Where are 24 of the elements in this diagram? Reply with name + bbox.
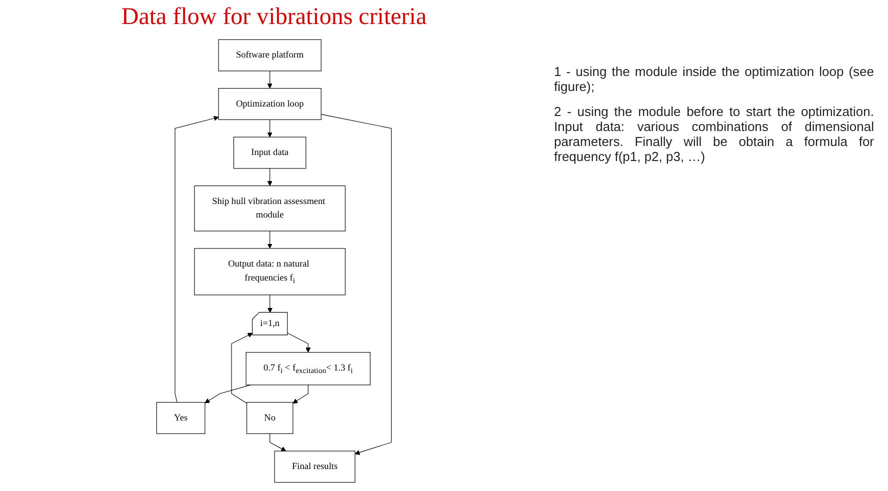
arrow bbox=[287, 332, 311, 353]
node-box: Final results bbox=[274, 450, 356, 483]
arrow bbox=[267, 168, 272, 186]
node-box: Software platform bbox=[218, 39, 322, 72]
arrow bbox=[267, 294, 273, 313]
diagram-title: Data flow for vibrations criteria bbox=[120, 4, 428, 31]
node-box: Yes bbox=[156, 402, 206, 434]
note-text: 1 - using the module inside the optimization loop (see figure); bbox=[554, 64, 874, 94]
node-box: No bbox=[246, 402, 294, 434]
arrow bbox=[231, 332, 253, 404]
node-box: 0.7 f$_{i}$ < f$_{excitation}$< 1.3 f$_{i}$ bbox=[246, 352, 370, 386]
arrow bbox=[267, 70, 272, 89]
arrow bbox=[267, 230, 272, 249]
node-box: Input data bbox=[233, 136, 306, 169]
arrow bbox=[292, 384, 308, 404]
arrow bbox=[204, 384, 251, 404]
node-box: Optimization loop bbox=[218, 88, 322, 120]
arrow bbox=[267, 119, 272, 138]
arrow bbox=[174, 116, 219, 403]
arrow bbox=[320, 114, 392, 455]
node-box: Ship hull vibration assessment module bbox=[194, 186, 346, 232]
arrow bbox=[270, 433, 286, 452]
node-box: Output data: n natural frequencies f$_{i}$ bbox=[194, 248, 346, 296]
note-text: 2 - using the module before to start the optimization. Input data: various combinations of dimensional parameters. Finally will be obtain a formula for frequency f(p1, p2, p3, …) bbox=[554, 104, 874, 164]
